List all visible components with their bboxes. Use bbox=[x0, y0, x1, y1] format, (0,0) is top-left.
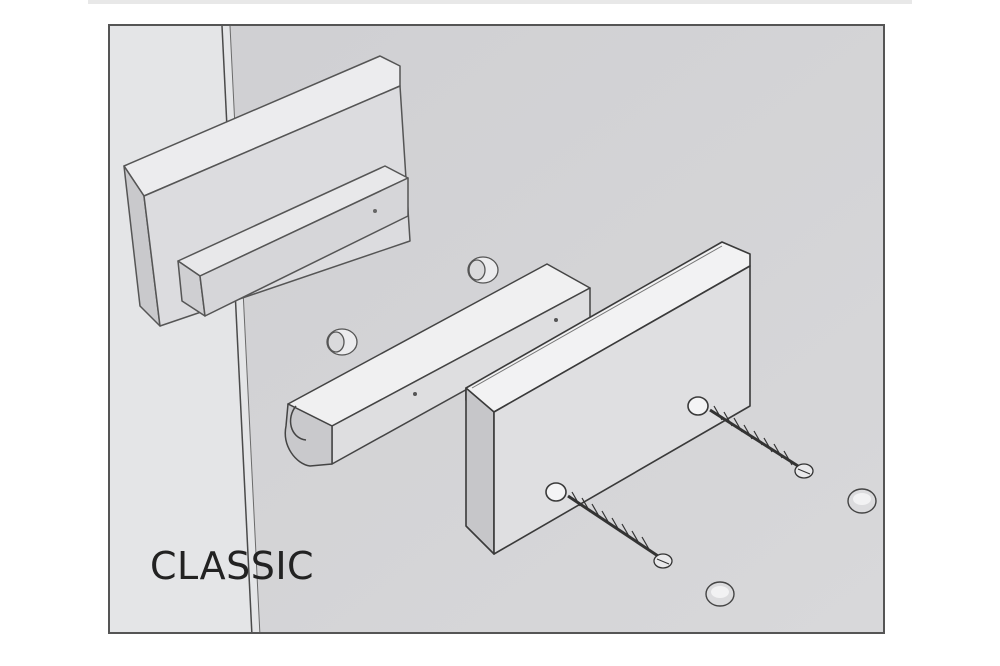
exploded-assembly-diagram bbox=[110, 26, 883, 632]
wall-bracket bbox=[123, 55, 411, 327]
screw-cap bbox=[847, 488, 877, 514]
screw bbox=[567, 491, 673, 569]
screw bbox=[709, 405, 814, 479]
glass-pin bbox=[326, 328, 358, 356]
glass-pin bbox=[467, 256, 499, 284]
model-caption: CLASSIC bbox=[150, 544, 315, 588]
screw-cap bbox=[705, 581, 735, 607]
mounting-plate bbox=[465, 241, 751, 555]
diagram-frame bbox=[108, 24, 885, 634]
top-divider bbox=[88, 0, 912, 4]
spacer-bar bbox=[284, 263, 591, 467]
